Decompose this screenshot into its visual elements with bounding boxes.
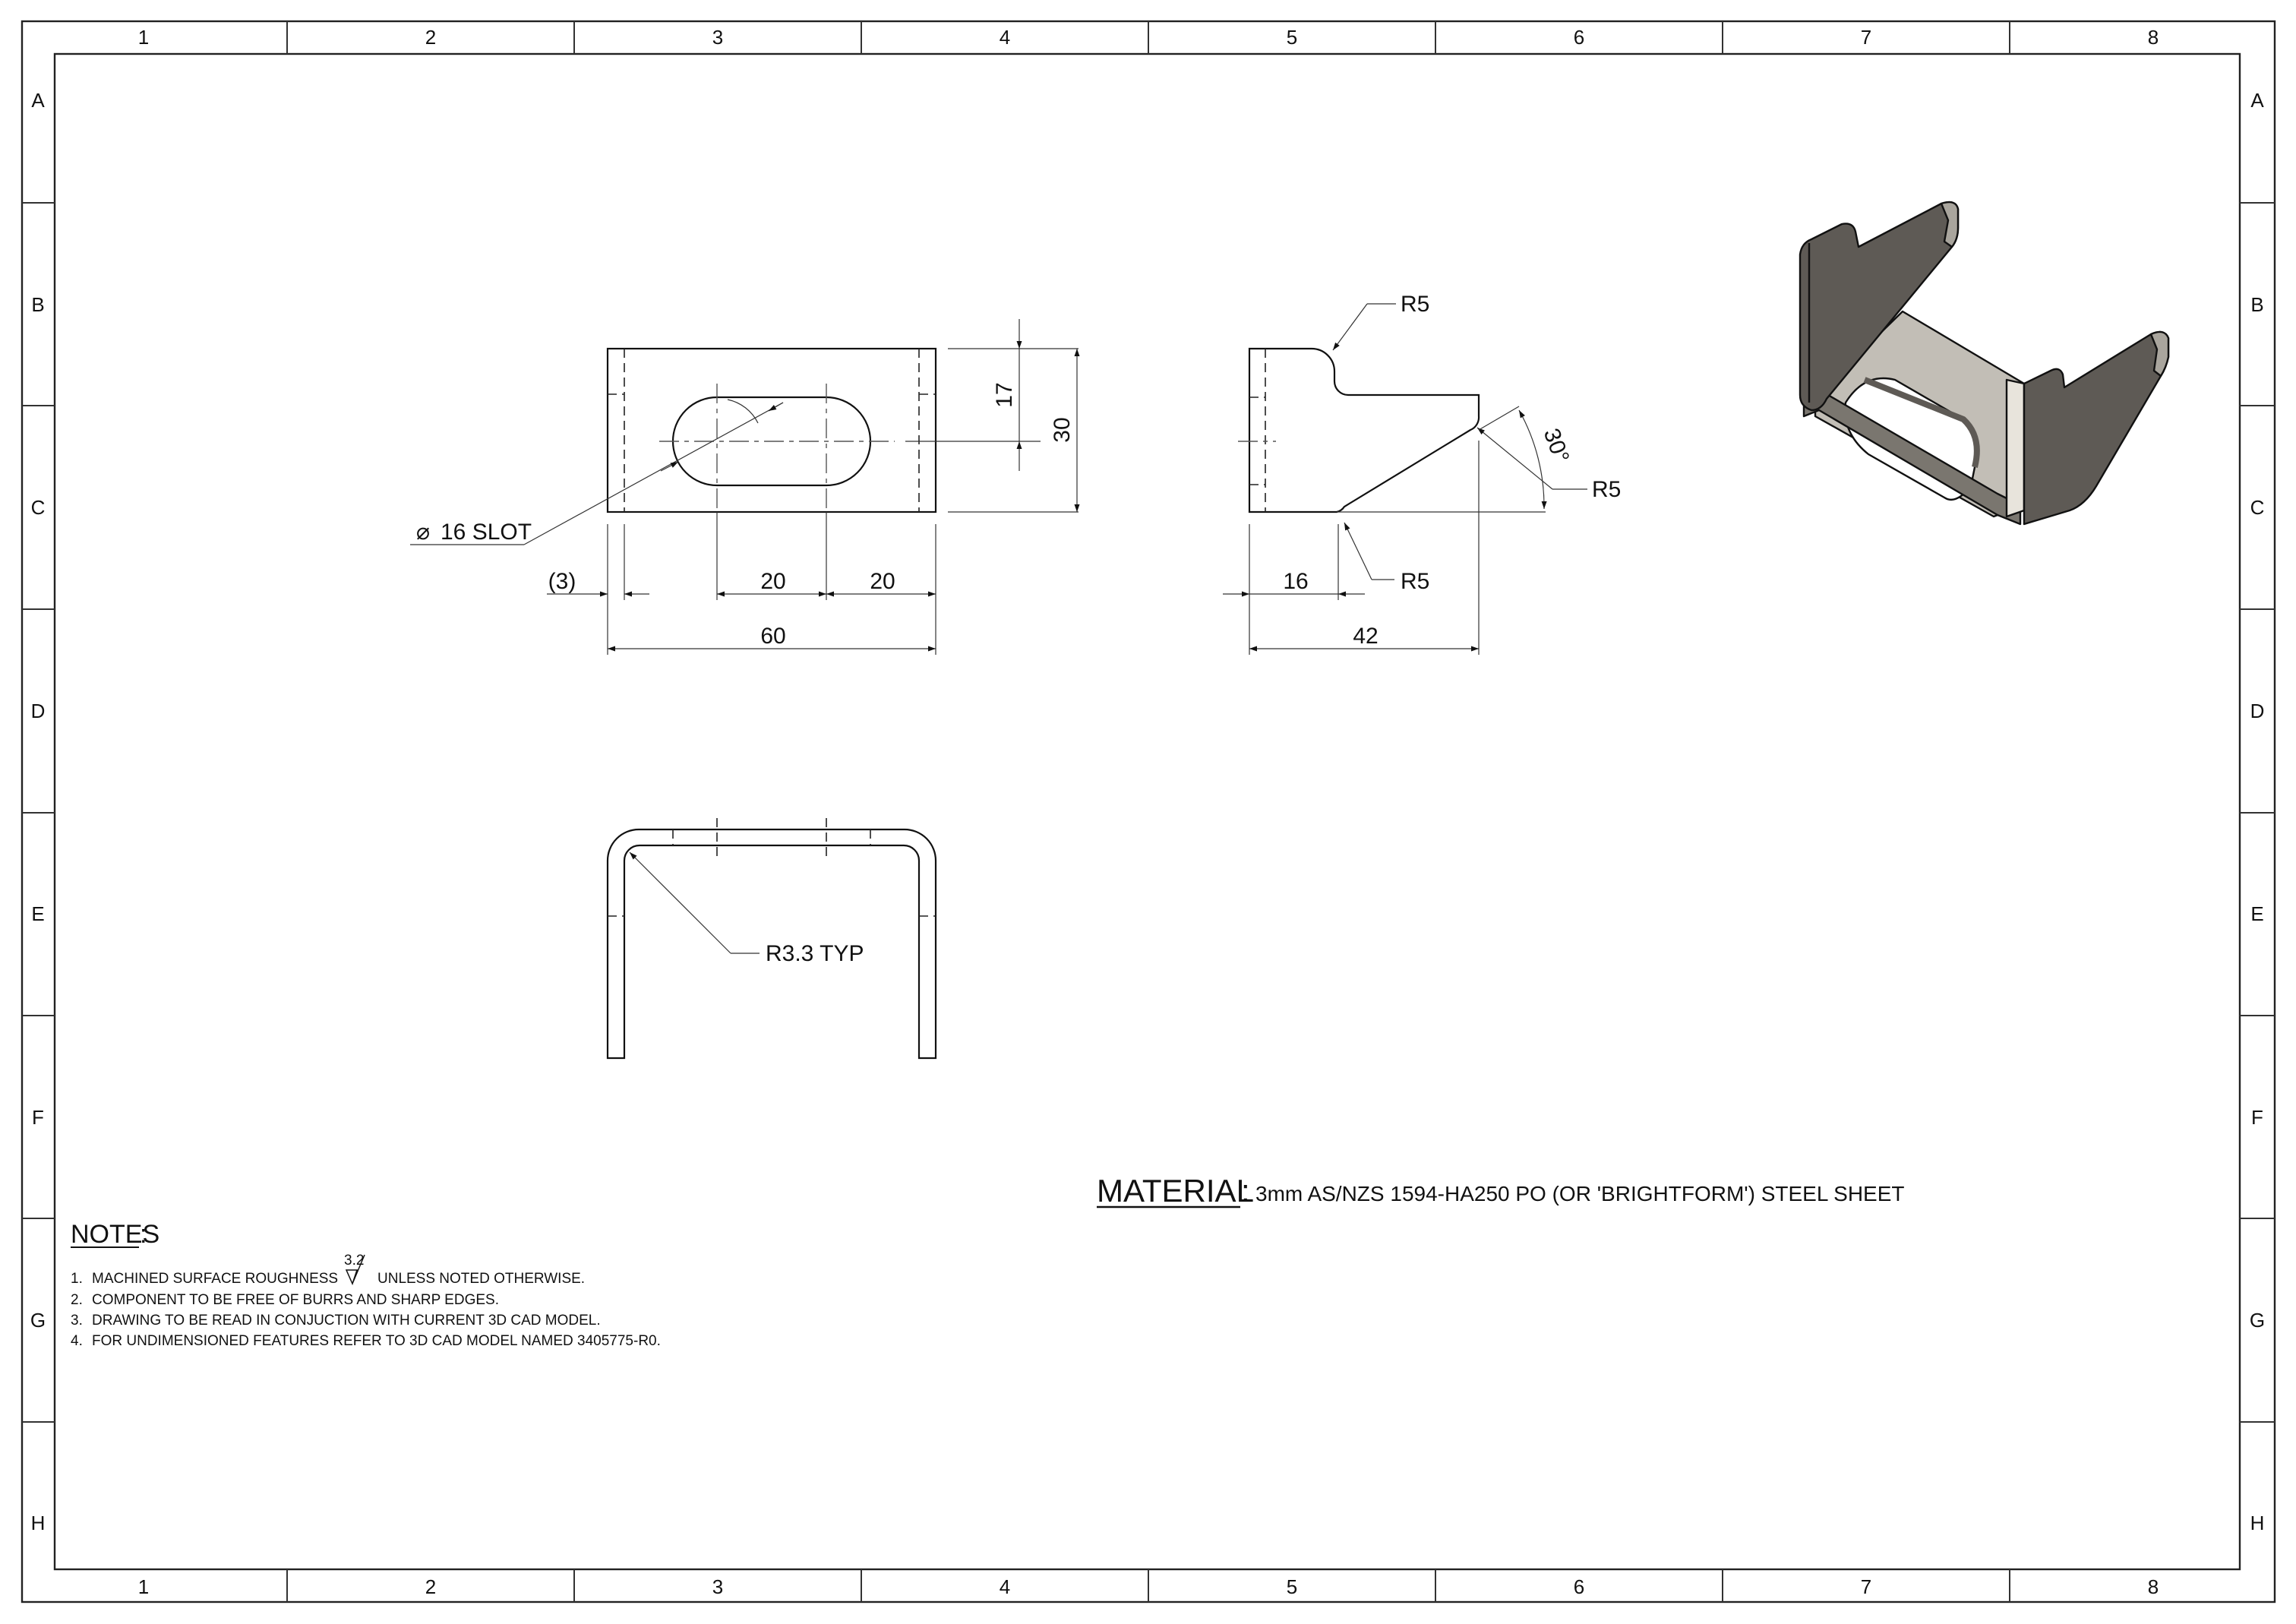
dim-slot-height: 17 [992, 382, 1017, 407]
zone-row-b: B [31, 293, 44, 316]
zone-row-e: E [2250, 902, 2263, 925]
zone-labels-left: A B C D E F G H [30, 89, 46, 1534]
zone-row-h: H [2250, 1512, 2265, 1534]
material-colon: : [1241, 1173, 1250, 1209]
zone-col-1: 1 [138, 1575, 149, 1598]
dim-top-radius: R5 [1401, 292, 1429, 317]
zone-col-3: 3 [712, 26, 723, 49]
dim-slot-to-edge: 20 [870, 569, 895, 594]
slot-diameter-symbol: ⌀ [416, 520, 430, 545]
zone-row-h: H [31, 1512, 46, 1534]
zone-row-b: B [2250, 293, 2263, 316]
note-3-number: 3. [71, 1313, 83, 1329]
note-2-text: COMPONENT TO BE FREE OF BURRS AND SHARP … [92, 1292, 499, 1308]
zone-col-6: 6 [1574, 26, 1584, 49]
zone-col-8: 8 [2148, 26, 2159, 49]
note-1-text: MACHINED SURFACE ROUGHNESS [92, 1271, 338, 1287]
iso-right-flange [2023, 330, 2170, 526]
zone-labels-right: A B C D E F G H [2250, 89, 2265, 1534]
zone-col-5: 5 [1287, 26, 1297, 49]
zone-row-c: C [31, 496, 46, 519]
surface-roughness-icon: 3.2 [344, 1253, 365, 1286]
dim-corner-radius: R5 [1592, 477, 1621, 502]
note-3-text: DRAWING TO BE READ IN CONJUCTION WITH CU… [92, 1313, 601, 1329]
notes-block: NOTES : 1. MACHINED SURFACE ROUGHNESS 3.… [71, 1220, 661, 1349]
notes-title: NOTES [71, 1220, 159, 1249]
zone-col-4: 4 [1000, 26, 1010, 49]
note-4-text: FOR UNDIMENSIONED FEATURES REFER TO 3D C… [92, 1333, 661, 1349]
zone-col-1: 1 [138, 26, 149, 49]
material-block: MATERIAL : 3mm AS/NZS 1594-HA250 PO (OR … [1097, 1173, 1905, 1209]
u-profile-outline [606, 828, 937, 1060]
zone-row-f: F [2251, 1106, 2263, 1129]
zone-row-c: C [2250, 496, 2265, 519]
dim-overall-length: 42 [1353, 624, 1378, 649]
dim-overall-height: 30 [1050, 417, 1075, 442]
roughness-value: 3.2 [344, 1253, 364, 1269]
material-label: MATERIAL [1097, 1173, 1254, 1209]
notes-colon: : [140, 1220, 147, 1249]
slot-callout: 16 SLOT [441, 520, 532, 545]
isometric-view [1799, 201, 2170, 526]
zone-row-g: G [2250, 1309, 2265, 1332]
zone-col-2: 2 [425, 26, 436, 49]
zone-col-8: 8 [2148, 1575, 2159, 1598]
note-1-number: 1. [71, 1271, 83, 1287]
dim-slot-pitch: 20 [760, 569, 785, 594]
dim-bottom-radius: R5 [1401, 569, 1429, 594]
zone-col-2: 2 [425, 1575, 436, 1598]
note-1-text-end: UNLESS NOTED OTHERWISE. [377, 1271, 585, 1287]
zone-col-3: 3 [712, 1575, 723, 1598]
sheet-border [21, 20, 2276, 1603]
slot-outline [671, 396, 872, 487]
zone-col-7: 7 [1861, 26, 1871, 49]
zone-row-g: G [30, 1309, 46, 1332]
zone-row-a: A [2250, 89, 2264, 112]
dim-overall-width: 60 [760, 624, 785, 649]
zone-row-d: D [2250, 700, 2265, 722]
zone-row-d: D [31, 700, 46, 722]
zone-col-4: 4 [1000, 1575, 1010, 1598]
bottom-view: R3.3 TYP [606, 818, 937, 1060]
zone-col-5: 5 [1287, 1575, 1297, 1598]
dim-flat-length: 16 [1283, 569, 1308, 594]
bend-radius-callout: R3.3 TYP [766, 941, 864, 966]
zone-row-f: F [32, 1106, 44, 1129]
side-outline [1248, 347, 1480, 513]
front-view: ⌀ 16 SLOT (3) 20 20 60 17 30 [410, 319, 1080, 655]
note-4-number: 4. [71, 1333, 83, 1349]
zone-row-a: A [31, 89, 45, 112]
dim-flange-thickness: (3) [548, 569, 576, 594]
zone-col-7: 7 [1861, 1575, 1871, 1598]
zone-labels-bottom: 1 2 3 4 5 6 7 8 [138, 1575, 2159, 1598]
material-spec: 3mm AS/NZS 1594-HA250 PO (OR 'BRIGHTFORM… [1255, 1182, 1905, 1205]
front-outline [606, 347, 937, 513]
note-2-number: 2. [71, 1292, 83, 1308]
zone-labels-top: 1 2 3 4 5 6 7 8 [138, 26, 2159, 49]
side-view: R5 R5 30° R5 16 42 [1223, 292, 1621, 655]
zone-col-6: 6 [1574, 1575, 1584, 1598]
dim-angle: 30° [1539, 425, 1574, 466]
zone-row-e: E [31, 902, 44, 925]
